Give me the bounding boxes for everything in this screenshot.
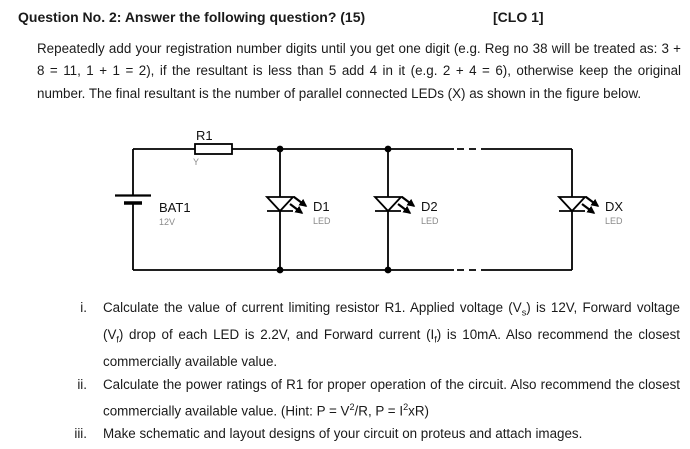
led-emission-arrow — [581, 203, 596, 214]
question-intro-paragraph: Repeatedly add your registration number … — [37, 41, 681, 101]
question-parts-list: i. Calculate the value of current limiti… — [0, 297, 681, 445]
led-type-label: LED — [605, 216, 623, 226]
list-item-text: Calculate the value of current limiting … — [103, 300, 681, 370]
resistor-body — [194, 143, 233, 155]
battery-ref-label: BAT1 — [159, 200, 191, 215]
led-ref-label: D1 — [313, 199, 330, 214]
led-d2-symbol: D2 LED — [372, 149, 439, 270]
question-title: Question No. 2: Answer the following que… — [18, 9, 366, 25]
battery-symbol: BAT1 12V — [115, 149, 191, 270]
list-item: i. Calculate the value of current limiti… — [0, 297, 681, 374]
resistor-symbol: R1 Y — [193, 128, 233, 167]
led-emission-arrow — [585, 196, 600, 207]
list-item-text: Calculate the power ratings of R1 for pr… — [103, 376, 680, 419]
list-item-number: iii. — [74, 425, 87, 441]
clo-badge: [CLO 1] — [493, 9, 544, 25]
led-triangle — [372, 196, 404, 213]
led-ref-label: D2 — [421, 199, 438, 214]
led-ref-label: DX — [605, 199, 623, 214]
list-item: ii. Calculate the power ratings of R1 fo… — [0, 374, 681, 423]
led-triangle — [556, 196, 588, 213]
circuit-diagram: BAT1 12V R1 Y D1 LED D2 — [115, 128, 623, 274]
list-item-number: i. — [80, 300, 87, 315]
led-triangle — [264, 196, 296, 213]
list-item: iii. Make schematic and layout designs o… — [0, 423, 681, 445]
battery-value-label: 12V — [159, 217, 175, 227]
led-emission-arrow — [397, 203, 412, 214]
led-d1-symbol: D1 LED — [264, 149, 331, 270]
list-item-number: ii. — [77, 376, 87, 392]
list-item-text: Make schematic and layout designs of you… — [103, 425, 583, 441]
resistor-pin-label: Y — [193, 157, 199, 167]
resistor-ref-label: R1 — [196, 128, 213, 143]
led-type-label: LED — [313, 216, 331, 226]
led-emission-arrow — [289, 203, 304, 214]
led-emission-arrow — [401, 196, 416, 207]
led-type-label: LED — [421, 216, 439, 226]
led-dx-symbol: DX LED — [556, 149, 623, 270]
junction-dots — [276, 145, 392, 274]
led-emission-arrow — [293, 196, 308, 207]
